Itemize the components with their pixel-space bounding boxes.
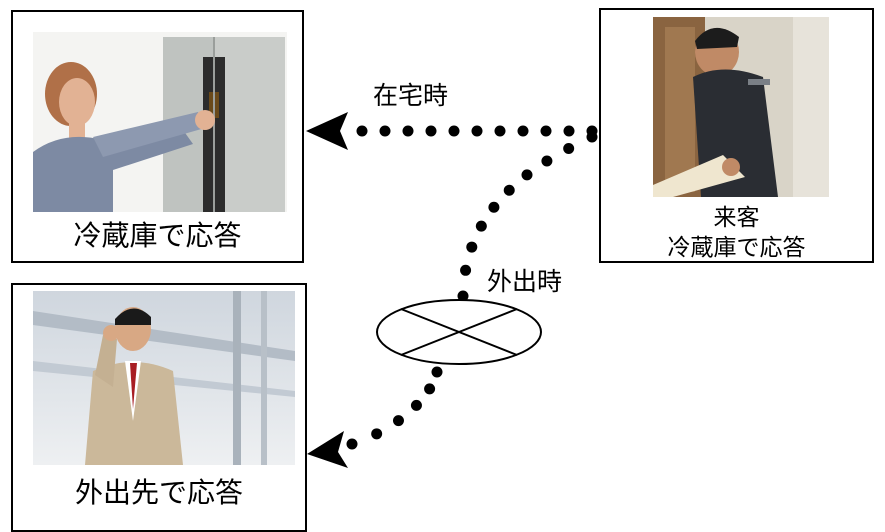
away-dot [521,169,533,181]
arrowhead-to-away [307,431,348,468]
visitor-caption-line1: 来客 [713,205,760,231]
away-dot [431,366,443,378]
at-home-dot [563,125,575,137]
at-home-dotted-line [356,125,598,137]
at-home-dot [402,125,414,137]
fridge-response-box: 冷蔵庫で応答 [11,10,304,263]
away-response-caption: 外出先で応答 [74,476,243,509]
at-home-dot [494,125,506,137]
away-dot [371,428,383,440]
man-on-phone-photo [33,291,295,465]
away-dot [346,438,358,450]
at-home-dot [356,125,368,137]
away-dot [460,264,472,276]
at-home-label: 在宅時 [373,81,449,110]
visitor-caption-line2: 冷蔵庫で応答 [667,235,806,261]
at-home-dot [448,125,460,137]
away-dot [392,415,404,427]
at-home-dot [379,125,391,137]
away-dotted-line [346,131,598,450]
away-dot [488,201,500,213]
away-dot [503,184,515,196]
delivery-man-photo [653,17,829,197]
visitor-box: 来客 冷蔵庫で応答 [599,8,874,263]
away-dot [457,290,469,302]
at-home-dot [471,125,483,137]
arrowhead-to-fridge [306,112,348,150]
fridge-response-caption: 冷蔵庫で応答 [73,219,242,252]
away-dot [586,131,598,143]
away-label: 外出時 [487,267,563,296]
at-home-dot [517,125,529,137]
away-response-box: 外出先で応答 [11,283,307,532]
away-dot [563,142,575,154]
away-dot [541,155,553,167]
away-dot [424,383,436,395]
woman-at-fridge-photo [33,32,287,212]
at-home-dot [540,125,552,137]
away-dot [410,399,422,411]
away-dot [475,220,487,232]
at-home-dot [425,125,437,137]
switch-crossed-circle [376,299,542,365]
away-dot [466,241,478,253]
